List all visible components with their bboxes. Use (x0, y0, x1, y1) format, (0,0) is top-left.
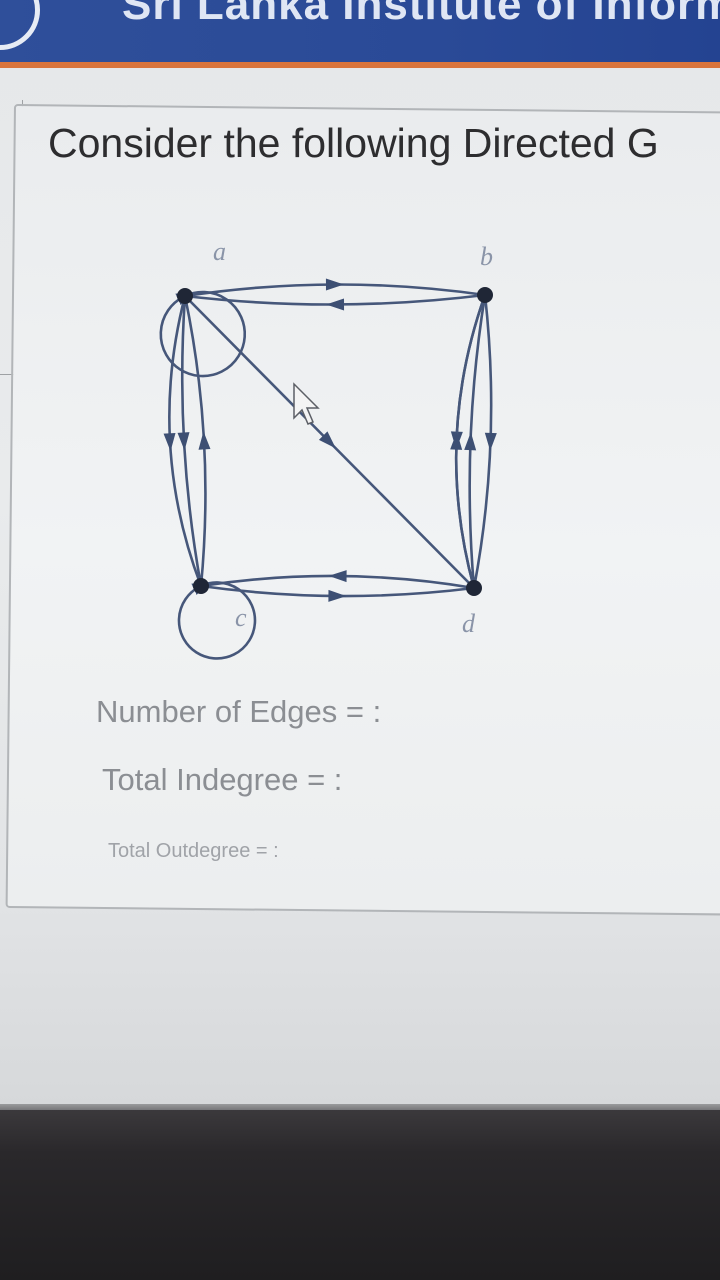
node-d (466, 580, 482, 596)
edge-arrowhead-a-to-d (318, 431, 336, 449)
number-of-edges-label: Number of Edges = : (96, 694, 382, 729)
monitor-bezel (0, 1110, 720, 1280)
node-label-a: a (213, 237, 226, 266)
edge-arrowhead-d-to-b (450, 431, 463, 450)
node-label-d: d (462, 609, 476, 638)
node-c (193, 578, 209, 594)
node-a (177, 288, 193, 304)
node-b (477, 287, 493, 303)
edge-arrowhead-c-to-a (198, 431, 211, 450)
edge-arrowhead-a-to-c (177, 432, 190, 451)
edge-a-to-a (159, 290, 247, 378)
total-outdegree-label: Total Outdegree = : (108, 840, 279, 862)
edge-arrowhead-a-to-b (325, 278, 344, 291)
edge-arrowhead-b-to-d (484, 432, 497, 451)
edge-arrowhead-a-to-c (163, 432, 176, 452)
institute-logo-icon (0, 0, 40, 50)
site-header: Sri Lanka Institute of Informa (0, 0, 720, 68)
edge-arrowhead-d-to-b (464, 432, 477, 451)
directed-graph: a b c d (159, 237, 497, 660)
edge-arrowhead-c-to-d (328, 589, 347, 602)
node-label-b: b (480, 242, 493, 271)
total-indegree-label: Total Indegree = : (102, 762, 343, 797)
question-text: Consider the following Directed G (48, 120, 659, 166)
edge-arrowhead-d-to-c (328, 570, 347, 583)
mouse-cursor-icon (293, 382, 320, 425)
node-label-c: c (235, 603, 247, 632)
edge-arrowhead-b-to-a (326, 298, 345, 311)
site-title: Sri Lanka Institute of Informa (122, 0, 720, 29)
screen: Sri Lanka Institute of Informa Consider … (0, 0, 720, 1110)
edge-c-to-c (177, 581, 257, 660)
